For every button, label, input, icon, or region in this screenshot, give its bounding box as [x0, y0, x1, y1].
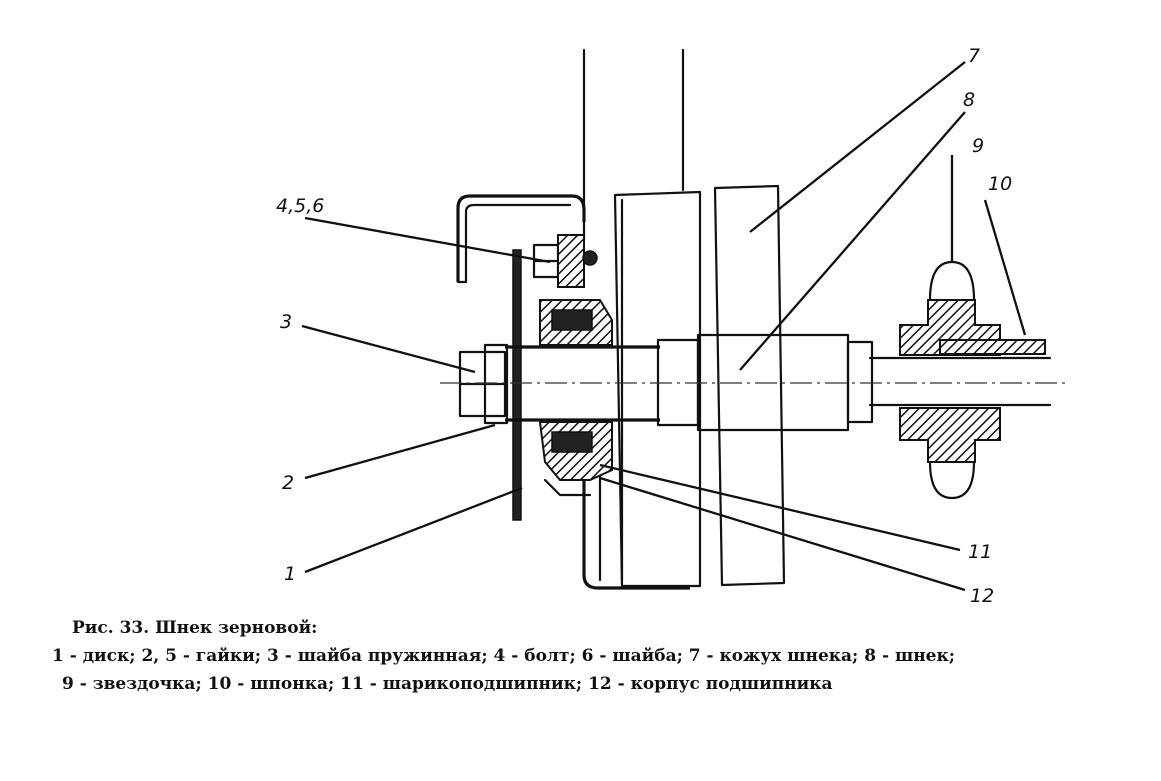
- callout-12: 12: [970, 585, 994, 607]
- leader-lines: [301, 61, 1027, 592]
- auger-casing: [613, 184, 786, 588]
- caption-title: Рис. 33. Шнек зерновой:: [72, 618, 318, 638]
- callout-7: 7: [968, 45, 980, 67]
- callout-8: 8: [963, 89, 975, 111]
- mounting-bracket: [456, 194, 586, 284]
- shaft-end-nut: [458, 343, 509, 425]
- sprocket: [899, 260, 1046, 500]
- bolt-nut-washer: [532, 234, 598, 288]
- caption-legend-line-1: 1 - диск; 2, 5 - гайки; 3 - шайба пружин…: [52, 646, 956, 666]
- callout-10: 10: [988, 173, 1012, 195]
- callout-3: 3: [280, 311, 292, 333]
- caption-legend-line-2: 9 - звездочка; 10 - шпонка; 11 - шарикоп…: [62, 674, 833, 694]
- shaft: [505, 345, 1052, 422]
- callout-2: 2: [282, 472, 294, 494]
- callout-4-5-6: 4,5,6: [276, 195, 324, 217]
- bearing-housing: [538, 299, 613, 497]
- callout-11: 11: [968, 541, 992, 563]
- callout-9: 9: [972, 135, 984, 157]
- disk: [512, 249, 522, 521]
- callout-1: 1: [284, 563, 296, 585]
